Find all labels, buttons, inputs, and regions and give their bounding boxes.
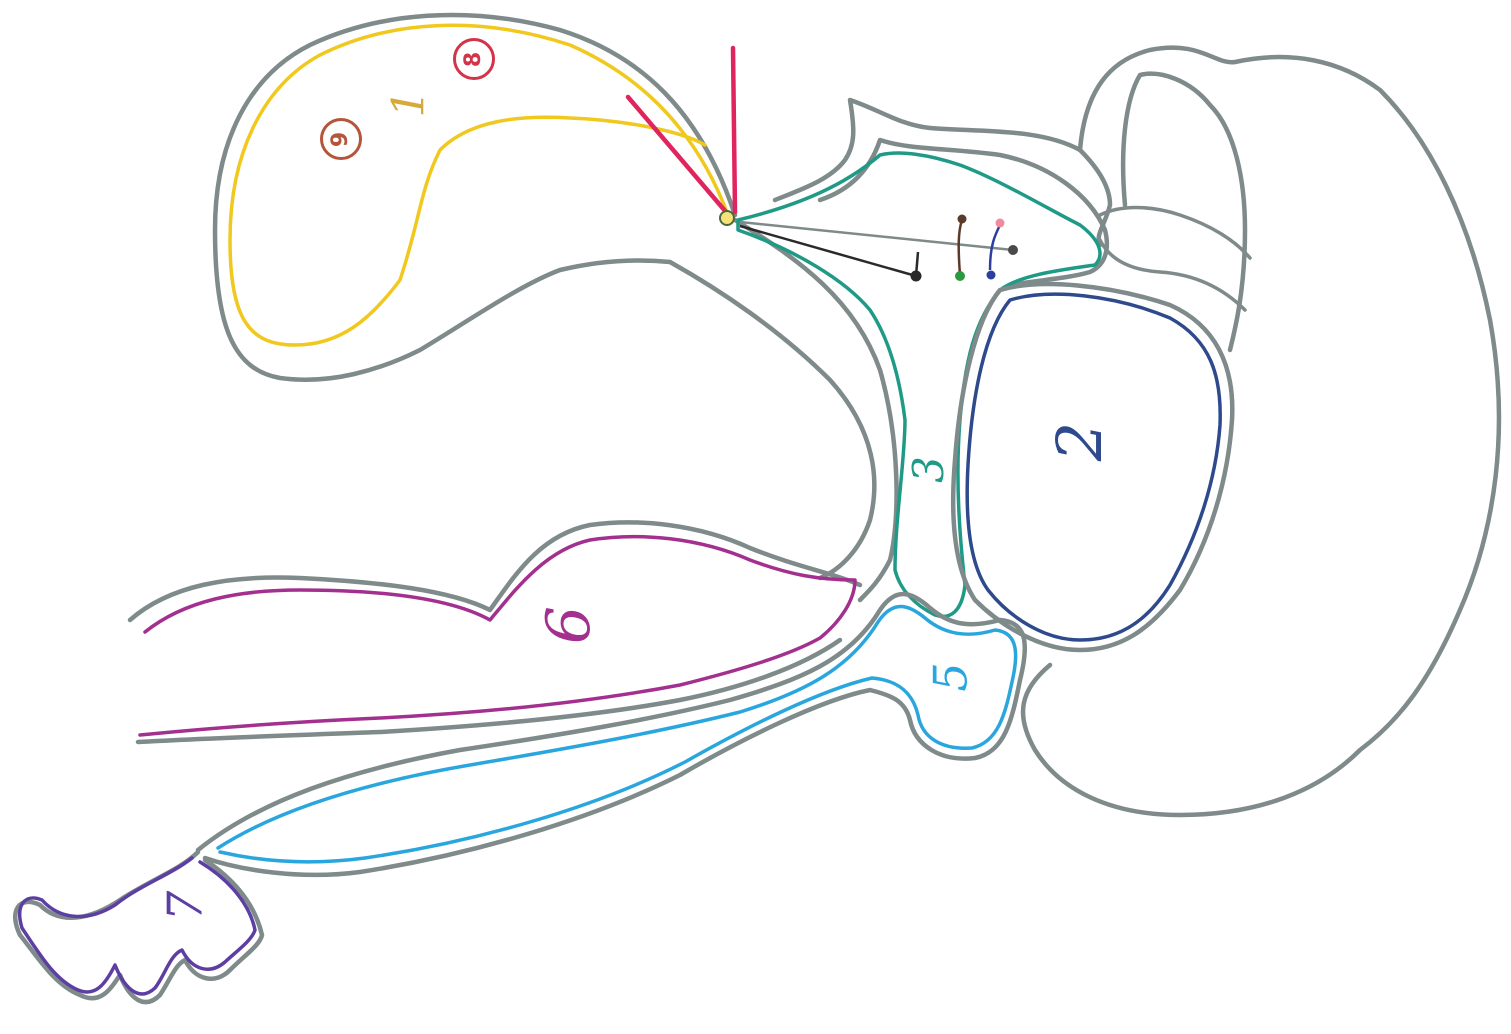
region-2-outer-outline (953, 284, 1232, 650)
region-7-outer-outline (15, 852, 262, 1002)
central-right-edge (820, 140, 1107, 285)
pin-green-icon (955, 271, 965, 281)
right-lobe-top-connector (775, 100, 1110, 245)
junction-dot-icon (720, 211, 734, 225)
region-label-8: 8 (462, 51, 487, 66)
region-label-7: 7 (157, 891, 213, 922)
region-label-1: 1 (384, 90, 435, 118)
region-7-violet (20, 858, 255, 994)
region-label-8-circled: 8 (453, 38, 495, 80)
pin-brown-icon (958, 215, 967, 224)
region-label-6: 6 (534, 606, 604, 644)
region-label-5: 5 (924, 662, 978, 691)
region-label-9-circled: 9 (320, 118, 362, 160)
pin-blue-icon (987, 271, 996, 280)
region-label-9: 9 (329, 131, 354, 146)
pin-black-icon (911, 271, 922, 282)
pointer-red-vertical (733, 48, 735, 212)
pin-grey-icon (1008, 245, 1018, 255)
region-label-2: 2 (1043, 422, 1116, 461)
region-6-purple (140, 537, 855, 735)
region-label-3: 3 (904, 456, 953, 483)
right-lobe-band (1100, 208, 1250, 311)
region-3-teal (738, 153, 1100, 616)
pin-pink-icon (996, 219, 1005, 228)
region-6-outer-outline (130, 522, 860, 620)
